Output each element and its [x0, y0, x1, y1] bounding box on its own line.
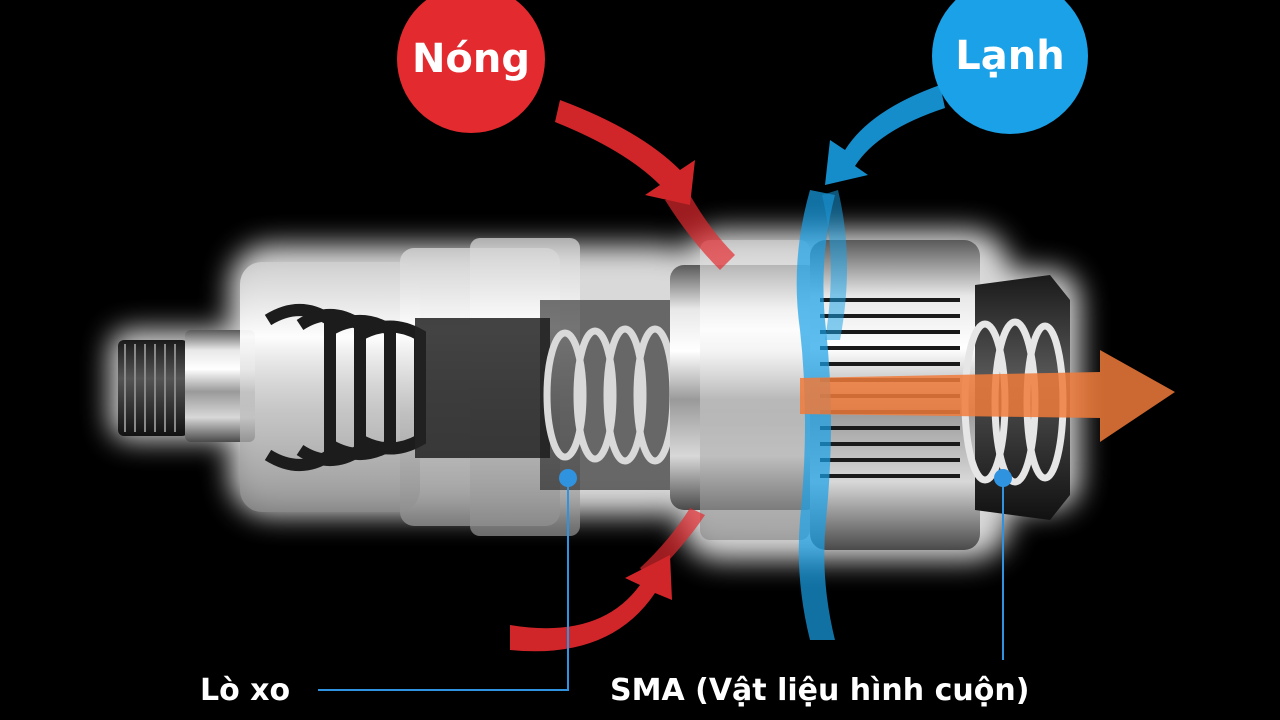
sma-label: SMA (Vật liệu hình cuộn)	[610, 673, 1030, 708]
cold-water-arrows	[796, 85, 945, 640]
hot-water-arrows	[510, 100, 735, 652]
hot-label: Nóng	[411, 36, 531, 82]
outflow-arrow	[800, 350, 1175, 442]
callout-sma	[994, 469, 1012, 660]
spring-label: Lò xo	[200, 673, 291, 708]
callout-spring	[318, 469, 577, 691]
cold-bubble: Lạnh	[932, 0, 1088, 134]
cartridge-body	[118, 238, 1070, 550]
hot-bubble: Nóng	[397, 0, 545, 133]
cold-label: Lạnh	[955, 33, 1065, 79]
